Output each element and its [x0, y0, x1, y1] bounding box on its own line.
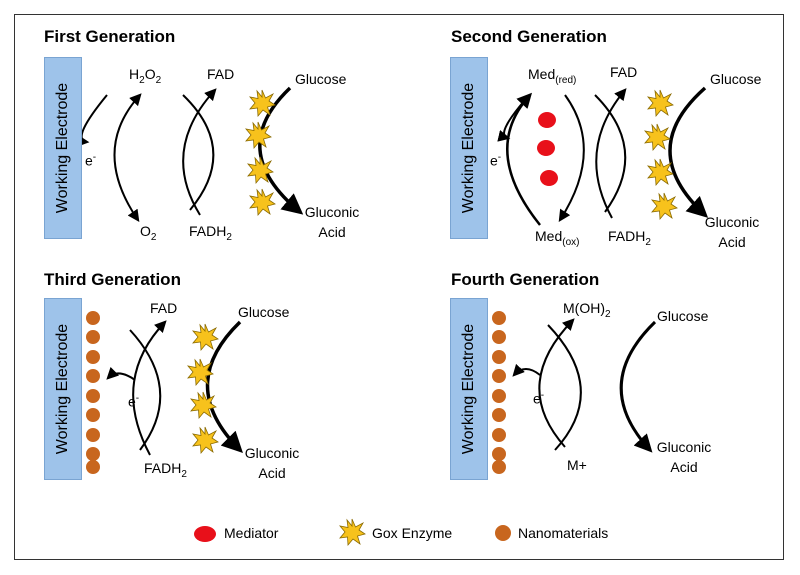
arc-fad-fadh2-right-first	[182, 94, 215, 211]
title-first-generation: First Generation	[44, 27, 176, 46]
label-moh2: M(OH)2	[563, 300, 611, 320]
nanomaterial-icon	[86, 369, 100, 383]
arc-fad-fadh2-left-second	[595, 88, 627, 219]
working-electrode-fourth: Working Electrode	[450, 298, 488, 480]
label-o2: O2	[140, 223, 157, 243]
arc-med-right-second	[558, 94, 585, 223]
mediator-icon	[540, 170, 558, 186]
nanomaterial-icon	[86, 330, 100, 344]
nanomaterial-icon	[492, 311, 506, 325]
arc-glucose-gluconic-first	[258, 86, 304, 215]
label-electron: e-	[533, 390, 545, 407]
arc-fad-fadh2-right-third	[129, 329, 162, 451]
legend	[194, 518, 511, 546]
arrow-e-fourth	[512, 363, 541, 377]
label-electron: e-	[128, 393, 140, 410]
nanomaterial-icon	[492, 330, 506, 344]
arc-med-left-second	[506, 92, 541, 226]
mediator-icon	[538, 112, 556, 128]
nanomaterial-icon	[492, 369, 506, 383]
legend-mediator-label: Mediator	[224, 525, 279, 541]
gox-enzyme-icon	[647, 89, 674, 117]
electrode-label: Working Electrode	[54, 82, 71, 214]
label-med-red: Med(red)	[528, 66, 577, 86]
electrode-label: Working Electrode	[460, 82, 477, 214]
label-mplus: M+	[567, 457, 587, 473]
label-fad: FAD	[610, 64, 638, 80]
label-med-ox: Med(ox)	[535, 228, 580, 248]
nanomaterial-icon	[86, 428, 100, 442]
nanomaterial-icon	[86, 389, 100, 403]
label-fadh2: FADH2	[144, 460, 187, 480]
outer-frame	[14, 14, 784, 560]
arc-fad-fadh2-right-second	[594, 94, 627, 213]
legend-nanomaterials-label: Nanomaterials	[518, 525, 609, 541]
label-electron: e-	[490, 152, 502, 169]
arc-glucose-gluconic-second	[668, 86, 709, 218]
arc-moh2-mplus-left	[538, 318, 575, 448]
mediator-icon	[537, 140, 555, 156]
gox-enzyme-icon	[651, 192, 678, 220]
label-fad: FAD	[150, 300, 178, 316]
label-electron: e-	[85, 152, 97, 169]
nanomaterial-icon	[492, 408, 506, 422]
nanomaterial-icon	[492, 389, 506, 403]
arrow-e-third	[106, 366, 136, 381]
label-glucose: Glucose	[710, 71, 762, 87]
panel-third-generation	[86, 311, 243, 474]
panel-first-generation	[76, 86, 304, 222]
label-glucose: Glucose	[657, 308, 709, 324]
legend-mediator-icon	[194, 526, 216, 542]
arc-fad-fadh2-left-third	[132, 320, 167, 456]
arc-glucose-gluconic-third	[205, 320, 243, 453]
nanomaterial-icon	[492, 350, 506, 364]
working-electrode-third: Working Electrode	[44, 298, 82, 480]
title-fourth-generation: Fourth Generation	[451, 270, 600, 289]
legend-gox-enzyme-icon	[339, 518, 366, 546]
gox-enzyme-icon	[249, 188, 276, 216]
label-fad: FAD	[207, 66, 235, 82]
panel-second-generation	[497, 86, 709, 226]
gox-enzyme-icon	[192, 426, 219, 454]
legend-gox-enzyme-label: Gox Enzyme	[372, 525, 453, 541]
label-fadh2: FADH2	[189, 223, 232, 243]
nanomaterial-icon	[86, 460, 100, 474]
panel-fourth-generation	[492, 311, 657, 474]
arrow-e-first	[76, 94, 108, 147]
nanomaterial-icon	[86, 350, 100, 364]
title-second-generation: Second Generation	[451, 27, 607, 46]
nanomaterial-icon	[86, 408, 100, 422]
nanomaterial-icon	[492, 447, 506, 461]
label-fadh2: FADH2	[608, 228, 651, 248]
working-electrode-second: Working Electrode	[450, 57, 488, 239]
electrode-label: Working Electrode	[460, 323, 477, 455]
nanomaterial-column	[86, 311, 100, 474]
arc-glucose-gluconic-fourth	[619, 320, 657, 453]
gox-enzyme-icon	[644, 123, 671, 151]
label-h2o2: H2O2	[129, 66, 162, 86]
nanomaterial-icon	[492, 428, 506, 442]
working-electrode-first: Working Electrode	[44, 57, 82, 239]
electrode-label: Working Electrode	[54, 323, 71, 455]
arc-fad-fadh2-left-first	[182, 88, 217, 216]
nanomaterial-icon	[86, 447, 100, 461]
label-glucose: Glucose	[295, 71, 347, 87]
nanomaterial-icon	[86, 311, 100, 325]
gox-enzyme-icon	[192, 323, 219, 351]
arc-moh2-mplus-right	[547, 324, 582, 451]
arc-h2o2-o2-first	[113, 93, 142, 222]
label-glucose: Glucose	[238, 304, 290, 320]
nanomaterial-icon	[492, 460, 506, 474]
nanomaterial-column	[492, 311, 506, 474]
gox-enzyme-icon	[647, 158, 674, 186]
legend-nanomaterial-icon	[495, 525, 511, 541]
title-third-generation: Third Generation	[44, 270, 181, 289]
